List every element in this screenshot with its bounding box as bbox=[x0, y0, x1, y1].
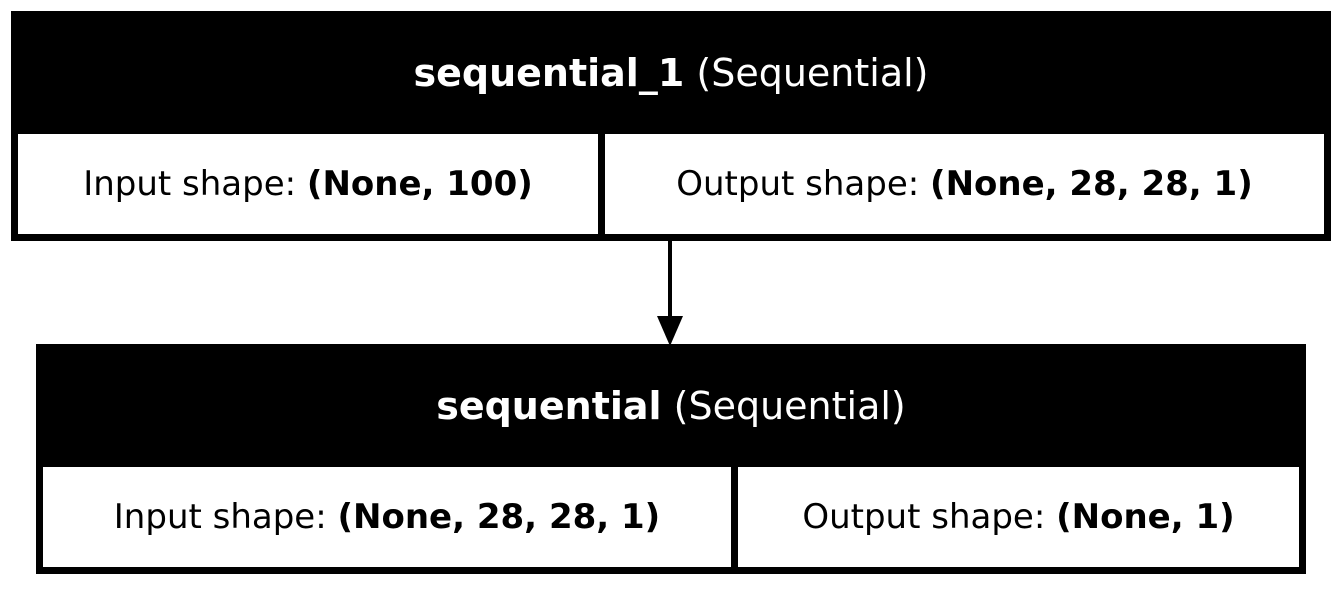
input-shape-label: Input shape: bbox=[83, 164, 297, 204]
layer-node-sequential: sequential (Sequential) Input shape: (No… bbox=[36, 344, 1306, 574]
layer-type: (Sequential) bbox=[696, 50, 929, 95]
layer-shapes: Input shape: (None, 100) Output shape: (… bbox=[18, 127, 1324, 234]
output-shape-label: Output shape: bbox=[676, 164, 920, 204]
layer-name: sequential bbox=[436, 383, 662, 428]
output-shape-value: (None, 1) bbox=[1056, 497, 1235, 537]
layer-name: sequential_1 bbox=[413, 50, 685, 95]
layer-shapes: Input shape: (None, 28, 28, 1) Output sh… bbox=[43, 460, 1299, 567]
layer-node-sequential-1: sequential_1 (Sequential) Input shape: (… bbox=[11, 11, 1331, 241]
input-shape-cell: Input shape: (None, 28, 28, 1) bbox=[43, 467, 731, 567]
input-shape-label: Input shape: bbox=[113, 497, 327, 537]
input-shape-cell: Input shape: (None, 100) bbox=[18, 134, 598, 234]
layer-type: (Sequential) bbox=[673, 383, 906, 428]
input-shape-value: (None, 28, 28, 1) bbox=[337, 497, 661, 537]
output-shape-cell: Output shape: (None, 1) bbox=[738, 467, 1299, 567]
input-shape-value: (None, 100) bbox=[306, 164, 533, 204]
layer-header: sequential_1 (Sequential) bbox=[18, 18, 1324, 127]
arrow-head bbox=[657, 316, 683, 346]
output-shape-label: Output shape: bbox=[802, 497, 1046, 537]
output-shape-cell: Output shape: (None, 28, 28, 1) bbox=[605, 134, 1324, 234]
output-shape-value: (None, 28, 28, 1) bbox=[930, 164, 1253, 204]
layer-header: sequential (Sequential) bbox=[43, 351, 1299, 460]
